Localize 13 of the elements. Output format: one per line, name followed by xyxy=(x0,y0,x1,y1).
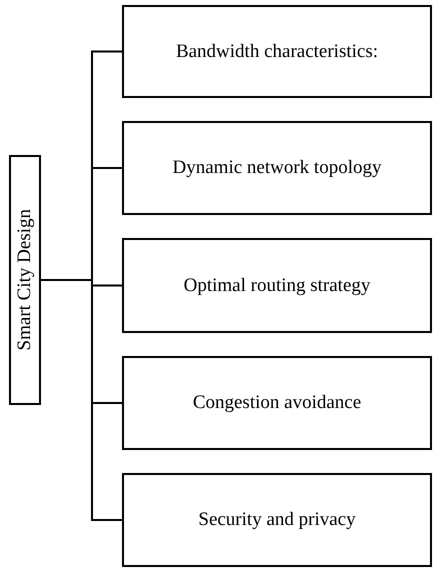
node-label: Dynamic network topology xyxy=(172,157,382,179)
node-label: Congestion avoidance xyxy=(192,392,362,414)
topic-box xyxy=(122,238,432,333)
topic-box xyxy=(122,473,432,567)
node-label: Security and privacy xyxy=(198,509,356,531)
node-label: Smart City Design xyxy=(14,209,36,351)
connector-line xyxy=(41,279,122,521)
topic-box xyxy=(122,121,432,215)
root-box xyxy=(9,155,41,405)
topic-box xyxy=(122,356,432,450)
node-label: Bandwidth characteristics: xyxy=(176,40,378,62)
topic-box xyxy=(122,5,432,98)
node-label: Optimal routing strategy xyxy=(184,274,370,296)
